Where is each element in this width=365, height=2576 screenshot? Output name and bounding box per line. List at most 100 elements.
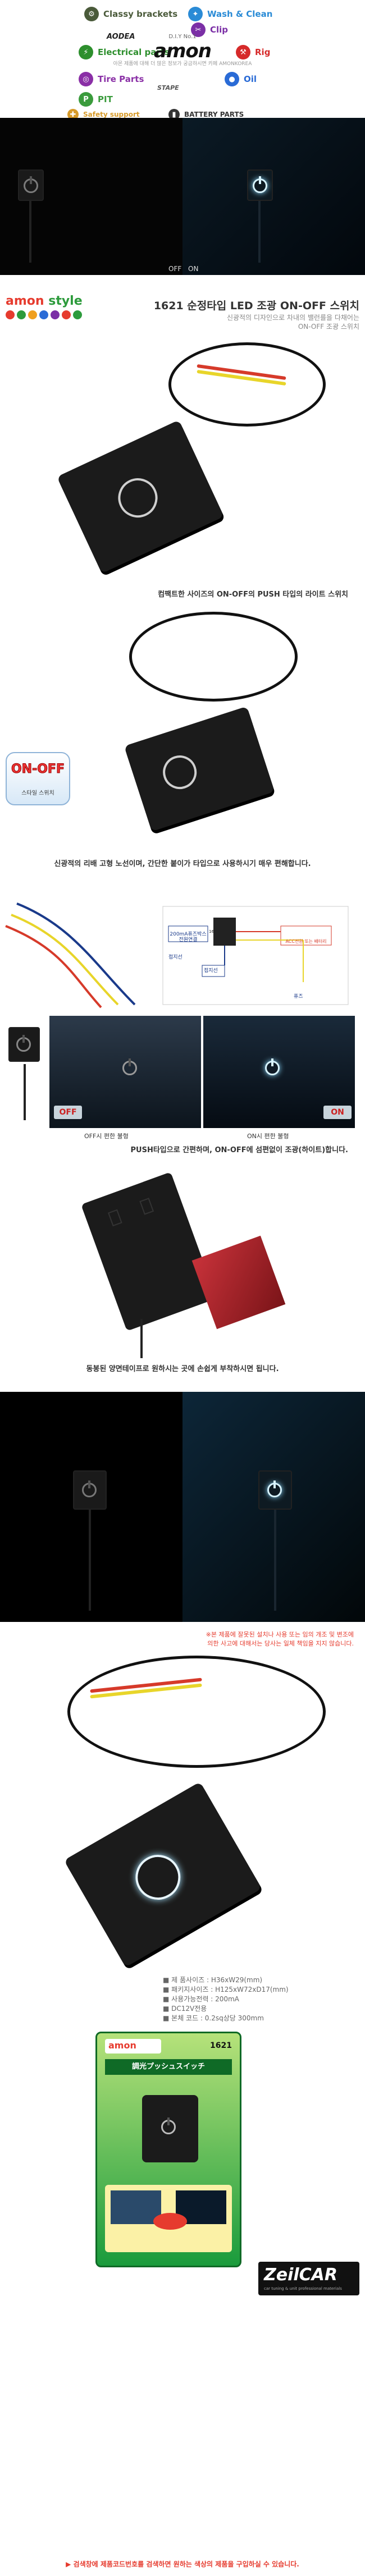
- power-icon: [24, 176, 38, 193]
- amon-brand-logo: D.I.Y No.1 amon: [152, 34, 213, 65]
- category-tire-parts[interactable]: ◎ Tire Parts: [79, 72, 144, 86]
- package-switch: [142, 2095, 198, 2162]
- oil-icon: ●: [225, 72, 239, 86]
- product-package: amon 1621 調光プッシュスイッチ: [95, 2032, 241, 2267]
- logo-icon-dot: [73, 310, 82, 319]
- mount-clip: [107, 1209, 122, 1227]
- switch-off-photo: [8, 1027, 40, 1062]
- switch-body: [57, 420, 224, 574]
- cable-loop: [129, 612, 298, 702]
- spec-item: ■ 제 품사이즈 : H36xW29(mm): [163, 1976, 263, 1984]
- diagram-ground-label: 접지선: [168, 955, 182, 960]
- caption-compact: 컴팩트한 사이즈의 ON-OFF의 PUSH 타입의 라이트 스위치: [158, 590, 348, 599]
- category-label: Rig: [255, 47, 271, 57]
- category-wash-clean[interactable]: ✦ Wash & Clean: [188, 7, 272, 21]
- power-icon: [122, 1058, 137, 1075]
- diagram-label: 전원연결: [179, 937, 198, 943]
- logo-icon-row: [6, 310, 95, 319]
- product-title-band: amon style 1621 순정타입 LED 조광 ON-OFF 스위치 신…: [0, 286, 365, 331]
- cable: [24, 1064, 26, 1120]
- category-label: Tire Parts: [98, 74, 144, 84]
- switch-back: [81, 1172, 217, 1331]
- header-note: 아몬 제품에 대해 더 많은 정보가 궁금하시면 카페 AMONKOREA: [113, 61, 252, 67]
- diagram-acc-label: ACC전원 또는 배터리: [285, 939, 327, 944]
- switch-body: [124, 706, 275, 832]
- switch-on-photo: [258, 1470, 292, 1510]
- wiring-diagram: 16mm: [5, 902, 349, 1009]
- category-label: Clip: [210, 25, 229, 35]
- category-label: Classy brackets: [103, 9, 178, 19]
- logo-icon-dot: [17, 310, 26, 319]
- zeilcar-name: ZeilCAR: [264, 2265, 338, 2285]
- caption-off: OFF시 편한 불형: [84, 1133, 129, 1140]
- zeilcar-logo: ZeilCAR car tuning & unit professional m…: [258, 2262, 359, 2295]
- on-label: ON: [188, 265, 199, 273]
- category-safety-support[interactable]: ✚ Safety support: [67, 109, 140, 120]
- onoff-badge: ON-OFF 스타일 스위치: [6, 752, 70, 805]
- product-photo-1: 컴팩트한 사이즈의 ON-OFF의 PUSH 타입의 라이트 스위치: [0, 331, 365, 601]
- category-label: Oil: [244, 74, 257, 84]
- spec-item: ■ 사용가능전력 : 200mA: [163, 1995, 239, 2003]
- power-icon: [161, 2117, 176, 2134]
- category-rig[interactable]: ⚒ Rig: [236, 45, 270, 59]
- specs-package-section: ■ 제 품사이즈 : H36xW29(mm) ■ 패키지사이즈 : H125xW…: [0, 1975, 365, 2514]
- spec-list: ■ 제 품사이즈 : H36xW29(mm) ■ 패키지사이즈 : H125xW…: [163, 1975, 359, 2023]
- switch-off-photo: [18, 169, 44, 201]
- logo-icon-dot: [62, 310, 71, 319]
- footer-text: ▶ 검색창에 제품코드번호를 검색하면 원하는 색상의 제품을 구입하실 수 있…: [66, 2560, 299, 2568]
- off-badge: OFF: [54, 1106, 82, 1119]
- warning-line1: ※본 제품에 잘못된 설치나 사용 또는 임의 개조 및 변조에: [206, 1631, 354, 1638]
- category-header: ⚙ Classy brackets ✦ Wash & Clean ✂ Clip …: [0, 0, 365, 120]
- category-pit[interactable]: P PIT: [79, 92, 113, 107]
- category-clip[interactable]: ✂ Clip: [191, 22, 228, 37]
- safety-icon: ✚: [67, 109, 79, 120]
- product-subtitle-line1: 신광적의 디자인으로 차내의 밸런를을 다채어는: [226, 314, 359, 322]
- category-oil[interactable]: ● Oil: [225, 72, 257, 86]
- switch-on-photo: [247, 169, 273, 201]
- power-icon-lit: [267, 1480, 282, 1497]
- product-subtitle: 신광적의 디자인으로 차내의 밸런를을 다채어는 ON-OFF 조광 스위치: [101, 313, 359, 331]
- on-half: [182, 118, 365, 275]
- diagram-fuse-box-label: 200mA퓨즈박스 전원연결: [168, 932, 208, 943]
- category-label: PIT: [98, 94, 113, 104]
- category-electrical-parts[interactable]: ⚡ Electrical parts: [79, 45, 170, 59]
- bracket-icon: ⚙: [84, 7, 99, 21]
- power-icon: [82, 1480, 97, 1497]
- brand-big-text: amon: [154, 40, 212, 62]
- power-ring-icon: [111, 471, 164, 524]
- size-mark: 16mm: [209, 929, 222, 934]
- on-badge: ON: [323, 1106, 352, 1119]
- power-icon-lit: [265, 1058, 280, 1075]
- power-icon-lit: [253, 176, 267, 193]
- caption-design: 신광적의 리배 고형 노선이며, 간단한 붙이가 타입으로 사용하시기 매우 편…: [54, 860, 311, 868]
- clip-icon: ✂: [191, 22, 206, 37]
- category-classy-brackets[interactable]: ⚙ Classy brackets: [84, 7, 177, 21]
- product-photo-2: ON-OFF 스타일 스위치 신광적의 리배 고형 노선이며, 간단한 붙이가 …: [0, 612, 365, 881]
- off-label: OFF: [168, 265, 182, 273]
- onoff-badge-label: ON-OFF: [11, 762, 65, 777]
- car-photo-off: OFF: [49, 1016, 201, 1128]
- switch-body: [63, 1781, 262, 1968]
- package-title: 調光プッシュスイッチ: [105, 2059, 232, 2075]
- diagram-label: 200mA퓨즈박스: [170, 932, 207, 937]
- diagram-ground2-label: 접지선: [204, 968, 218, 974]
- double-sided-tape: [191, 1235, 286, 1330]
- spec-item: ■ 패키지사이즈 : H125xW72xD17(mm): [163, 1986, 289, 1993]
- cable-off: [89, 1510, 91, 1611]
- logo-icon-dot: [39, 310, 48, 319]
- category-battery-parts[interactable]: ▮ BATTERY PARTS: [168, 109, 244, 120]
- product-title: 1621 순정타입 LED 조광 ON-OFF 스위치: [153, 300, 359, 312]
- category-label: Safety support: [83, 111, 140, 118]
- category-label: Wash & Clean: [207, 9, 273, 19]
- logo-icon-dot: [6, 310, 15, 319]
- tire-icon: ◎: [79, 72, 93, 86]
- brand-small-text: D.I.Y No.1: [168, 34, 197, 40]
- off-on-comparison-panel: OFF ON: [0, 118, 365, 275]
- tape-photo-section: 동봉된 양면테이프로 원하시는 곳에 손쉽게 부착하시면 됩니다.: [0, 1172, 365, 1375]
- switch-closeup: [6, 1016, 45, 1122]
- battery-icon: ▮: [168, 109, 180, 120]
- car-photo-on: ON: [203, 1016, 355, 1128]
- onoff-badge-sub: 스타일 스위치: [21, 790, 54, 796]
- electric-icon: ⚡: [79, 45, 93, 59]
- cable-on: [258, 201, 261, 263]
